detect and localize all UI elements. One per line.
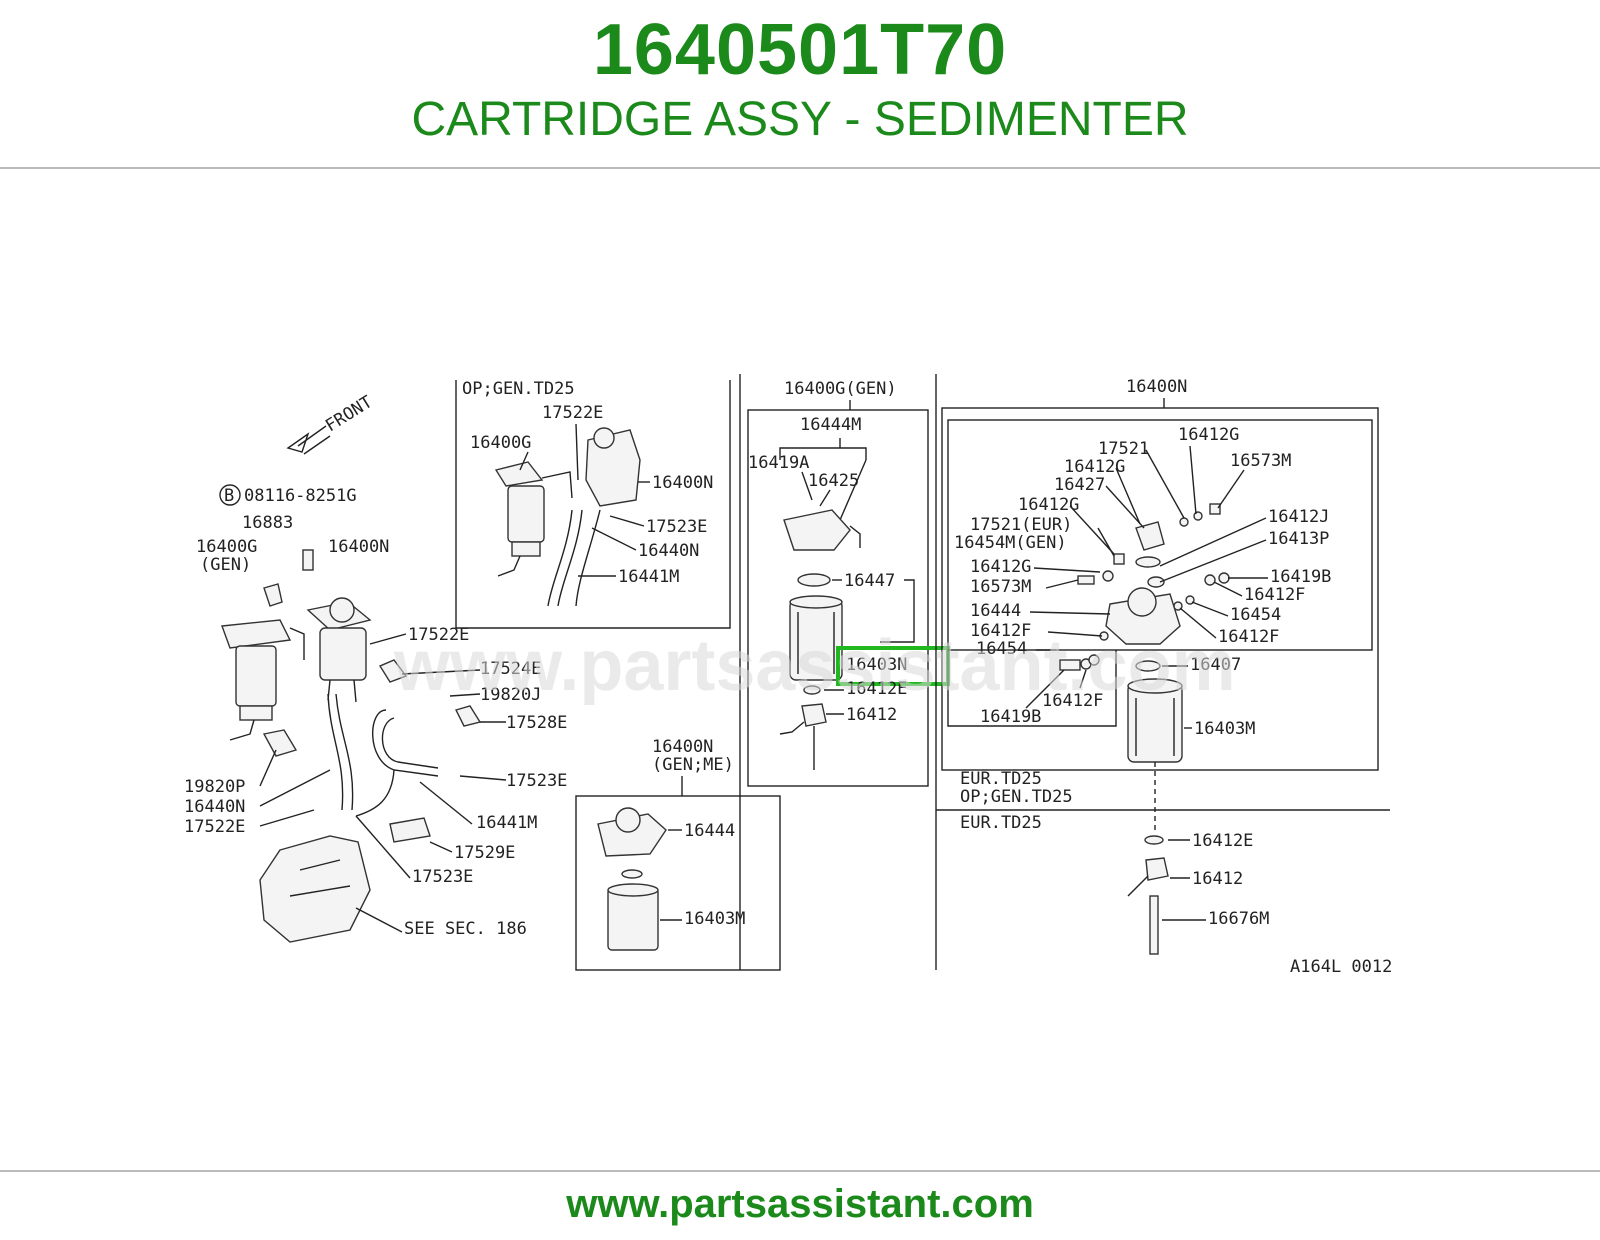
heading-16400g-gen: 16400G(GEN) bbox=[784, 379, 897, 399]
label-16412f-b: 16412F bbox=[970, 621, 1031, 641]
label-16444-genme: 16444 bbox=[684, 821, 735, 841]
label-16412f-c: 16412F bbox=[1218, 627, 1279, 647]
label-16407: 16407 bbox=[1190, 655, 1241, 675]
label-16444m: 16444M bbox=[800, 415, 861, 435]
label-16412j: 16412J bbox=[1268, 507, 1329, 527]
label-16412e-eur: 16412E bbox=[1192, 831, 1253, 851]
heading-op-gen-td25-b: OP;GEN.TD25 bbox=[960, 787, 1073, 807]
heading-op-gen-td25: OP;GEN.TD25 bbox=[462, 379, 575, 399]
front-arrow-icon bbox=[286, 432, 310, 453]
op-gen-td25-box: OP;GEN.TD25 17522E 16400G 16400N 17523E … bbox=[455, 379, 731, 629]
label-19820p: 19820P bbox=[184, 777, 245, 797]
label-16444-n: 16444 bbox=[970, 601, 1021, 621]
part-name: CARTRIDGE ASSY - SEDIMENTER bbox=[411, 93, 1189, 146]
label-16447: 16447 bbox=[844, 571, 895, 591]
label-16400g-op: 16400G bbox=[470, 433, 531, 453]
bolt-prefix: B bbox=[224, 486, 234, 506]
part-number: 1640501T70 bbox=[592, 10, 1008, 90]
label-16403m-genme: 16403M bbox=[684, 909, 745, 929]
label-16427: 16427 bbox=[1054, 475, 1105, 495]
heading-16400n: 16400N bbox=[1126, 377, 1187, 397]
label-08116-8251g: 08116-8251G bbox=[244, 486, 357, 506]
label-16412g-a: 16412G bbox=[1178, 425, 1239, 445]
heading-16400n-genme: 16400N bbox=[652, 737, 713, 757]
label-17522e: 17522E bbox=[408, 625, 469, 645]
heading-eur-td25: EUR.TD25 bbox=[960, 769, 1042, 789]
genme-box: 16400N (GEN;ME) 16444 16403M bbox=[575, 737, 781, 971]
left-assembly: FRONT B 08116-8251G 16883 16400G (GEN) 1… bbox=[184, 392, 567, 943]
heading-genme: (GEN;ME) bbox=[652, 755, 734, 775]
parts-diagram: FRONT B 08116-8251G 16883 16400G (GEN) 1… bbox=[180, 330, 1420, 1010]
bolt-marker-icon bbox=[219, 484, 241, 506]
header-divider bbox=[0, 167, 1600, 169]
label-16412g-d: 16412G bbox=[970, 557, 1031, 577]
label-17521-eur: 17521(EUR) bbox=[970, 515, 1072, 535]
label-16413p: 16413P bbox=[1268, 529, 1329, 549]
label-16573m-a: 16573M bbox=[1230, 451, 1291, 471]
label-16400g-gen: (GEN) bbox=[200, 555, 251, 575]
label-16454-a: 16454 bbox=[1230, 605, 1281, 625]
label-16412e: 16412E bbox=[846, 679, 907, 699]
label-16573m-b: 16573M bbox=[970, 577, 1031, 597]
label-16419b-b: 16419B bbox=[980, 707, 1041, 727]
label-16400n: 16400N bbox=[328, 537, 389, 557]
label-16419a: 16419A bbox=[748, 453, 809, 473]
label-16400g: 16400G bbox=[196, 537, 257, 557]
label-17522e-op: 17522E bbox=[542, 403, 603, 423]
label-16412-eur: 16412 bbox=[1192, 869, 1243, 889]
label-16425: 16425 bbox=[808, 471, 859, 491]
label-17528e: 17528E bbox=[506, 713, 567, 733]
label-16440n: 16440N bbox=[184, 797, 245, 817]
label-19820j: 19820J bbox=[480, 685, 541, 705]
label-see-sec-186: SEE SEC. 186 bbox=[404, 919, 527, 939]
label-16403m-n: 16403M bbox=[1194, 719, 1255, 739]
label-17521: 17521 bbox=[1098, 439, 1149, 459]
label-17524e: 17524E bbox=[480, 659, 541, 679]
label-17523e: 17523E bbox=[506, 771, 567, 791]
label-16441m-op: 16441M bbox=[618, 567, 679, 587]
label-16412g-c: 16412G bbox=[1018, 495, 1079, 515]
label-17523e-b: 17523E bbox=[412, 867, 473, 887]
label-16412g-b: 16412G bbox=[1064, 457, 1125, 477]
label-16440n-op: 16440N bbox=[638, 541, 699, 561]
drawing-code: A164L 0012 bbox=[1290, 957, 1392, 977]
label-16883: 16883 bbox=[242, 513, 293, 533]
parts-diagram-svg: FRONT B 08116-8251G 16883 16400G (GEN) 1… bbox=[180, 330, 1420, 1010]
eur-section: EUR.TD25 OP;GEN.TD25 EUR.TD25 16412E 164… bbox=[960, 769, 1269, 955]
label-17529e: 17529E bbox=[454, 843, 515, 863]
watermark: www.partsassistant.com bbox=[393, 626, 1236, 706]
label-16454m-gen: 16454M(GEN) bbox=[954, 533, 1067, 553]
label-16400n-op: 16400N bbox=[652, 473, 713, 493]
footer-divider bbox=[0, 1170, 1600, 1172]
label-17522e-b: 17522E bbox=[184, 817, 245, 837]
label-16419b-a: 16419B bbox=[1270, 567, 1331, 587]
label-17523e-op: 17523E bbox=[646, 517, 707, 537]
label-16412f-d: 16412F bbox=[1042, 691, 1103, 711]
heading-eur-td25-c: EUR.TD25 bbox=[960, 813, 1042, 833]
n-box: 16400N 16412G 17521 16573M 16412G 16427 … bbox=[935, 374, 1390, 970]
label-16412: 16412 bbox=[846, 705, 897, 725]
footer-url[interactable]: www.partsassistant.com bbox=[566, 1182, 1034, 1226]
label-16403n: 16403N bbox=[846, 655, 907, 675]
gen-box: 16400G(GEN) 16444M 16419A 16425 16447 16… bbox=[739, 374, 950, 970]
label-16454-b: 16454 bbox=[976, 639, 1027, 659]
label-16676m-eur: 16676M bbox=[1208, 909, 1269, 929]
label-16441m: 16441M bbox=[476, 813, 537, 833]
label-16412f-a: 16412F bbox=[1244, 585, 1305, 605]
